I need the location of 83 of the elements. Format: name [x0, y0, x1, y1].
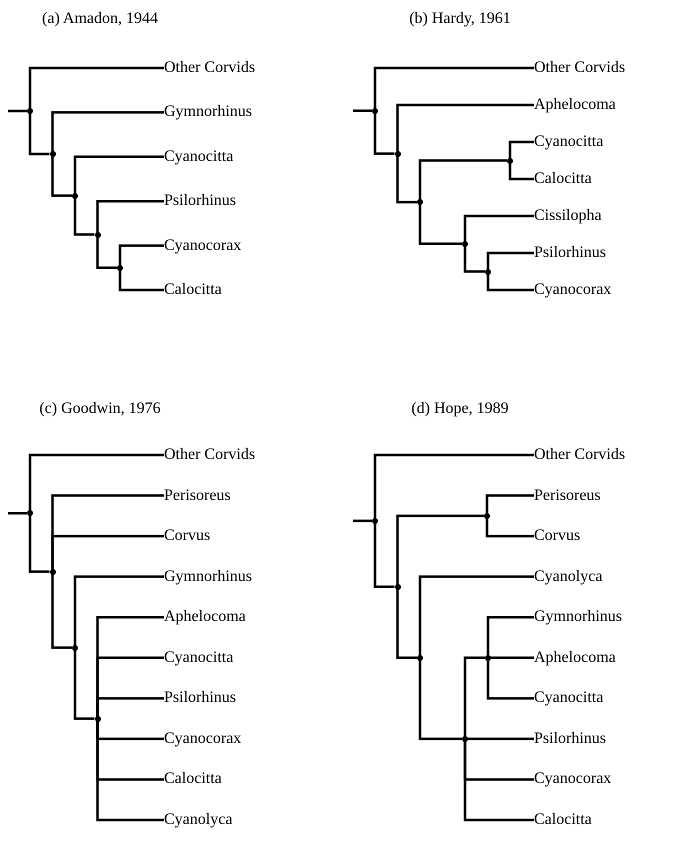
- branch-point: [417, 654, 423, 661]
- branch-line: [464, 656, 485, 739]
- taxon-label: Psilorhinus: [164, 689, 236, 708]
- branch-point: [72, 644, 78, 651]
- taxon-label: Psilorhinus: [164, 192, 236, 210]
- taxon-label: Cyanocorax: [164, 730, 242, 748]
- taxon-label: Gymnorhinus: [164, 103, 252, 122]
- branch-point: [462, 240, 468, 247]
- branch-point: [462, 736, 468, 742]
- branch-line: [51, 154, 72, 197]
- tree-title: (a) Amadon, 1944: [42, 10, 158, 28]
- branch-line: [418, 575, 534, 658]
- taxon-label: Cyanocorax: [534, 281, 612, 299]
- taxon-label: Calocitta: [164, 281, 222, 299]
- root-branch-line: [8, 512, 27, 515]
- taxon-label: Aphelocoma: [534, 96, 616, 114]
- root-branch-line: [353, 110, 372, 112]
- branch-line: [118, 244, 164, 268]
- root-branch-line: [353, 520, 372, 522]
- tree-title: (c) Goodwin, 1976: [39, 400, 161, 418]
- branch-point: [50, 151, 56, 158]
- branch-point: [94, 716, 100, 722]
- taxon-label: Calocitta: [534, 811, 592, 829]
- tree-title: (b) Hardy, 1961: [409, 10, 511, 28]
- branch-line: [396, 104, 534, 154]
- branch-line: [486, 494, 534, 516]
- branch-line: [74, 575, 164, 648]
- taxon-label: Aphelocoma: [534, 648, 616, 667]
- branch-point: [484, 512, 490, 519]
- branch-point: [485, 654, 491, 661]
- branch-point: [117, 264, 123, 271]
- taxon-label: Perisoreus: [534, 486, 601, 505]
- branch-point: [485, 268, 491, 274]
- taxon-label: Psilorhinus: [534, 730, 606, 748]
- branch-point: [394, 150, 400, 157]
- taxon-label: Gymnorhinus: [164, 568, 252, 586]
- branch-point: [27, 510, 33, 516]
- taxon-label: Other Corvids: [534, 446, 626, 464]
- branch-line: [418, 202, 462, 245]
- branch-point: [72, 192, 78, 199]
- branch-line: [486, 252, 534, 272]
- branch-line: [374, 454, 534, 521]
- root-branch-line: [8, 110, 27, 112]
- branch-line: [508, 140, 534, 160]
- taxon-label: Cissilopha: [534, 207, 602, 225]
- branch-point: [372, 108, 378, 114]
- taxon-label: Other Corvids: [164, 446, 256, 464]
- taxon-label: Corvus: [164, 527, 210, 546]
- taxon-label: Cyanocitta: [534, 133, 604, 151]
- taxon-label: Calocitta: [534, 170, 592, 188]
- taxon-label: Cyanocitta: [164, 148, 234, 166]
- taxon-label: Cyanocitta: [534, 689, 604, 708]
- branch-point: [507, 158, 513, 164]
- taxon-label: Other Corvids: [534, 59, 626, 77]
- branch-line: [28, 111, 50, 156]
- branch-point: [50, 568, 56, 575]
- branch-point: [372, 518, 378, 524]
- taxon-label: Cyanocitta: [164, 648, 234, 667]
- tree-title: (d) Hope, 1989: [411, 400, 509, 418]
- taxon-label: Gymnorhinus: [534, 608, 622, 626]
- branch-line: [396, 514, 484, 587]
- taxon-label: Perisoreus: [164, 486, 231, 505]
- taxon-label: Corvus: [534, 527, 580, 546]
- branch-point: [94, 232, 100, 238]
- branch-line: [374, 66, 534, 111]
- branch-point: [417, 199, 423, 206]
- branch-line: [28, 513, 50, 573]
- taxon-label: Cyanocorax: [534, 770, 612, 788]
- branch-line: [74, 156, 164, 196]
- branch-line: [486, 616, 534, 658]
- taxon-label: Other Corvids: [164, 59, 256, 77]
- taxon-label: Calocitta: [164, 770, 222, 788]
- taxon-label: Cyanocorax: [164, 236, 242, 255]
- taxon-label: Aphelocoma: [164, 608, 246, 626]
- branch-line: [51, 534, 164, 572]
- branch-line: [464, 214, 534, 244]
- taxon-label: Cyanolyca: [534, 568, 602, 586]
- branch-line: [96, 200, 164, 234]
- branch-point: [394, 584, 400, 590]
- taxon-label: Psilorhinus: [534, 244, 606, 262]
- taxon-label: Cyanolyca: [164, 811, 232, 829]
- branch-line: [96, 697, 164, 719]
- branch-point: [27, 108, 33, 114]
